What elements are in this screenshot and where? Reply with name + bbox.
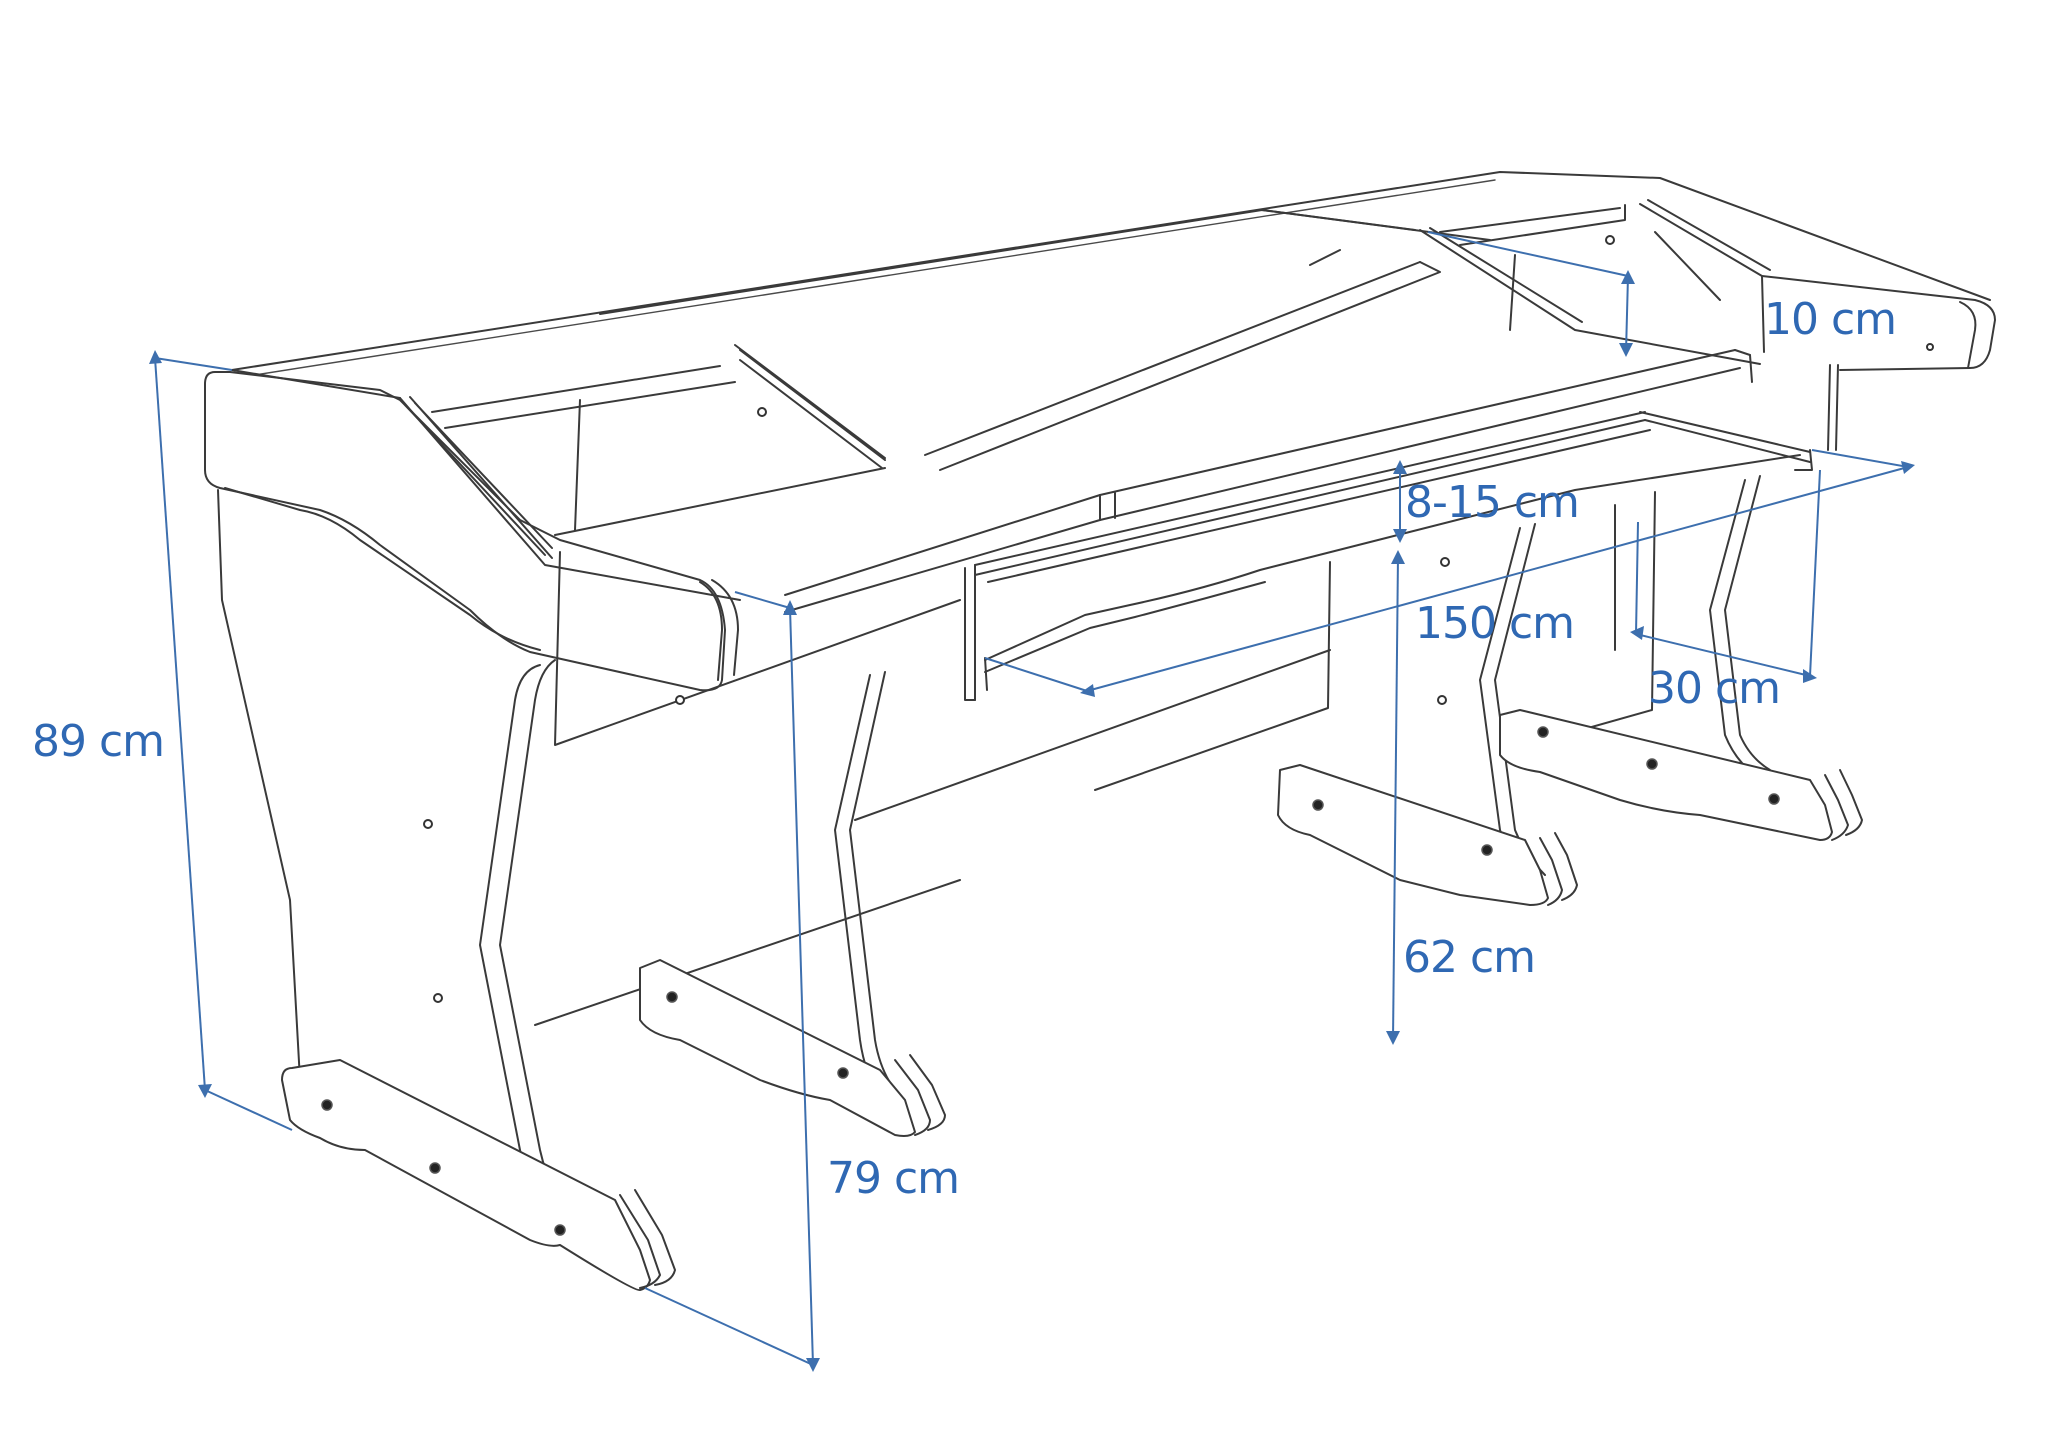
arrowhead-icon: [806, 1358, 820, 1372]
label-tray-width: 150 cm: [1415, 598, 1575, 649]
dimension-tray-width: [984, 449, 1915, 697]
arrowhead-icon: [1803, 669, 1817, 683]
arrowhead-icon: [1619, 343, 1633, 357]
screw-icon: [675, 695, 685, 705]
screw-icon: [433, 993, 443, 1003]
screw-icon: [423, 819, 433, 829]
arrowhead-icon: [1386, 1031, 1400, 1045]
right-front-leg: [1479, 523, 1546, 881]
arrowhead-icon: [1080, 684, 1095, 697]
left-rear-leg: [834, 671, 896, 1096]
dimension-overall-height: [149, 350, 293, 1131]
left-inner-rack-rail: [739, 349, 886, 461]
left-rack-rail: [404, 402, 553, 556]
dimension-tray-depth: [1630, 469, 1821, 683]
label-overall-height: 89 cm: [32, 716, 165, 767]
right-rear-leg: [1709, 475, 1771, 776]
arrowhead-icon: [198, 1084, 212, 1098]
bolt-icon: [1537, 726, 1549, 738]
screw-icon: [1440, 557, 1450, 567]
dimension-desk-depth: [644, 591, 820, 1372]
left-rear-foot: [639, 959, 946, 1137]
desk-top-surface: [231, 171, 1991, 613]
right-rear-foot: [1499, 709, 1863, 841]
bolt-icon: [1646, 758, 1658, 770]
arrowhead-icon: [1393, 460, 1407, 474]
label-desk-depth: 79 cm: [827, 1153, 960, 1204]
screw-icon: [1605, 235, 1615, 245]
label-tray-depth: 30 cm: [1648, 663, 1781, 714]
dimension-lines: [149, 231, 1915, 1372]
right-front-foot: [1277, 764, 1578, 906]
right-rack-wing: [1419, 199, 1996, 451]
arrowhead-icon: [1621, 270, 1635, 284]
screw-icon: [1926, 343, 1934, 351]
arrowhead-icon: [1901, 461, 1915, 474]
arrowhead-icon: [149, 350, 162, 364]
screw-icon: [757, 407, 767, 417]
label-riser-height: 10 cm: [1764, 294, 1897, 345]
bolt-icon: [666, 991, 678, 1003]
bolt-icon: [1768, 793, 1780, 805]
bolt-icon: [1481, 844, 1493, 856]
left-side-panel: [217, 487, 541, 1081]
arrowhead-icon: [1393, 529, 1407, 543]
left-rack-wing: [204, 344, 886, 692]
dimension-riser-height: [1427, 231, 1635, 357]
bolt-icon: [429, 1162, 441, 1174]
arrowhead-icon: [1630, 626, 1644, 640]
bolt-icon: [321, 1099, 333, 1111]
dimension-tray-gap: [1393, 460, 1407, 543]
keyboard-tray: [964, 411, 1813, 701]
arrowhead-icon: [783, 600, 797, 615]
bolt-icon: [837, 1067, 849, 1079]
screw-icon: [1437, 695, 1447, 705]
bolt-icon: [554, 1224, 566, 1236]
left-front-foot: [281, 1059, 676, 1292]
label-tray-height: 62 cm: [1403, 932, 1536, 983]
dimension-tray-height: [1386, 550, 1405, 1045]
arrowhead-icon: [1391, 550, 1405, 564]
label-tray-gap: 8-15 cm: [1405, 477, 1580, 528]
bolt-icon: [1312, 799, 1324, 811]
